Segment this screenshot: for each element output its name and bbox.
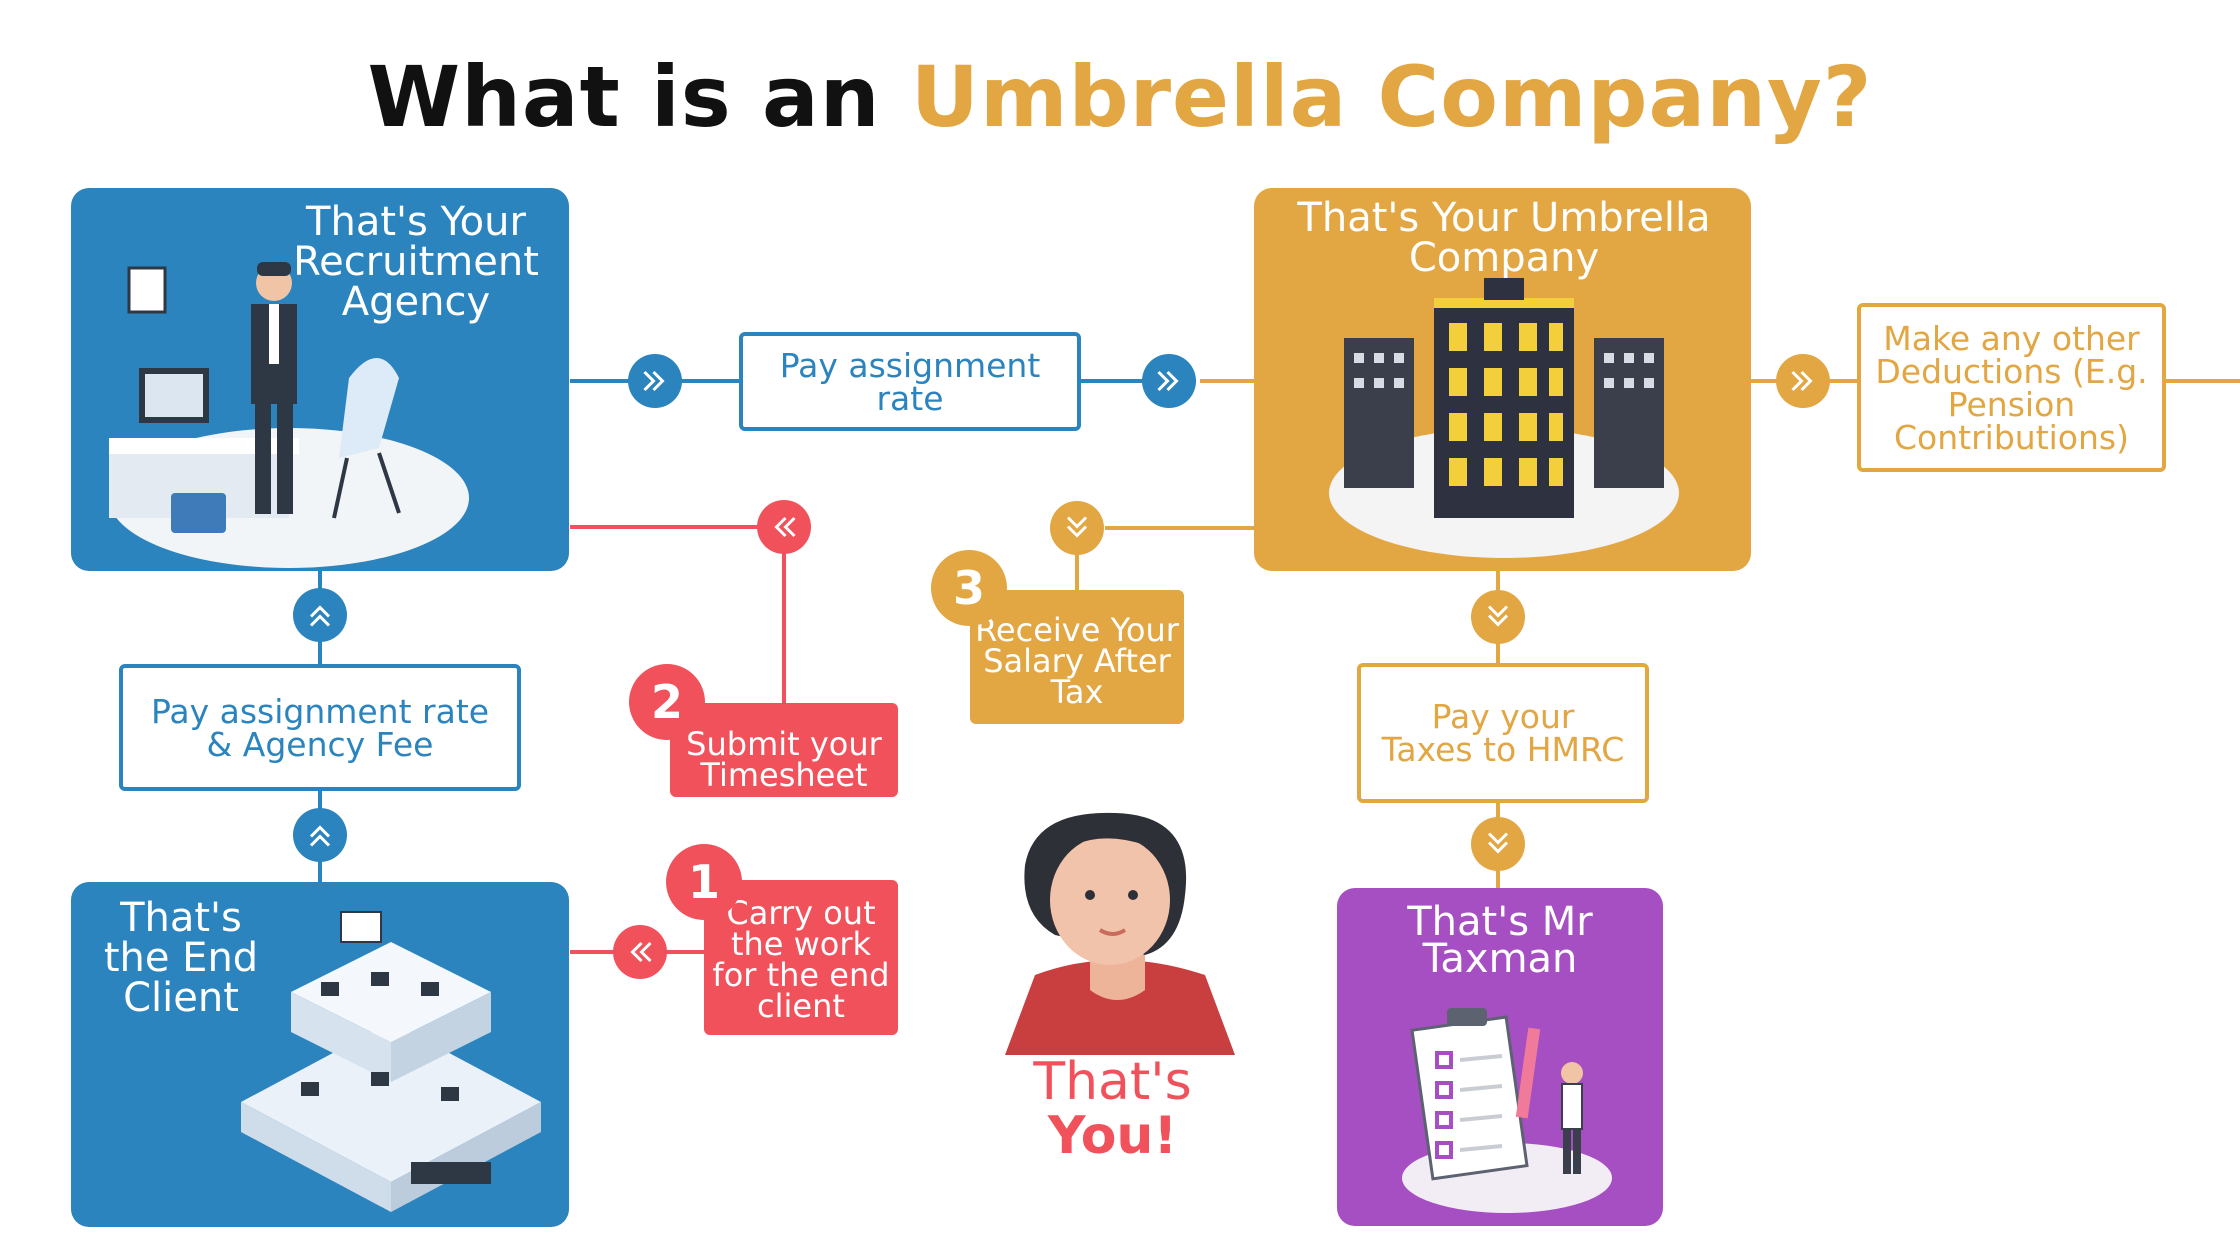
connector-gold-down-2: [1471, 817, 1525, 871]
pay-rate-agency-fee-box: Pay assignment rate & Agency Fee: [119, 664, 521, 791]
step-3-text: Receive Your Salary After Tax: [975, 610, 1179, 711]
other-deductions-text: Make any other Deductions (E.g. Pension …: [1875, 318, 2148, 457]
double-chevron-right-icon: [643, 370, 665, 392]
title-accent: Umbrella Company?: [910, 48, 1873, 146]
connector-blue-up-2: [293, 808, 347, 862]
pay-assignment-rate-box: Pay assignment rate: [739, 332, 1081, 431]
you-line1: That's: [1033, 1052, 1192, 1112]
connector-blue-up-1: [293, 588, 347, 642]
step-3-number: 3: [952, 561, 985, 615]
step-3-badge: 3: [931, 550, 1007, 626]
double-chevron-down-icon: [1487, 605, 1509, 627]
city-building-illustration: [1329, 278, 1679, 558]
double-chevron-up-icon: [309, 825, 331, 847]
other-deductions-box: Make any other Deductions (E.g. Pension …: [1857, 303, 2166, 472]
step-2-text: Submit your Timesheet: [686, 725, 882, 794]
office-worker-illustration: [109, 262, 469, 568]
page-title: What is an Umbrella Company?: [0, 48, 2240, 146]
umbrella-panel: That's Your Umbrella Company: [1254, 188, 1751, 571]
connector-red-timesheet: [757, 500, 811, 554]
connector-gold-salary: [1050, 501, 1104, 555]
step-1-box: Carry out the work for the end client: [704, 880, 898, 1035]
step-1-text: Carry out the work for the end client: [712, 893, 890, 1025]
pay-taxes-box: Pay your Taxes to HMRC: [1357, 663, 1649, 803]
double-chevron-right-icon: [1791, 370, 1813, 392]
pay-rate-agency-fee-text: Pay assignment rate & Agency Fee: [150, 691, 490, 764]
open-office-illustration: [241, 911, 541, 1212]
double-chevron-down-icon: [1066, 516, 1088, 538]
double-chevron-left-icon: [630, 941, 652, 963]
double-chevron-right-icon: [1157, 370, 1179, 392]
step-3-box: Receive Your Salary After Tax: [970, 590, 1184, 724]
umbrella-label: That's Your Umbrella Company: [1297, 195, 1711, 281]
pay-taxes-text: Pay your Taxes to HMRC: [1381, 697, 1625, 769]
pay-assignment-rate-text: Pay assignment rate: [779, 345, 1041, 418]
step-2-badge: 2: [629, 664, 705, 740]
agency-label: That's Your Recruitment Agency: [293, 199, 539, 325]
tax-clipboard-illustration: [1402, 1008, 1612, 1213]
client-label: That's the End Client: [103, 895, 259, 1021]
step-1-number: 1: [687, 855, 720, 909]
step-2-number: 2: [650, 675, 683, 729]
woman-avatar-illustration: [1005, 812, 1235, 1055]
connector-blue-1: [628, 354, 682, 408]
double-chevron-down-icon: [1487, 832, 1509, 854]
double-chevron-up-icon: [309, 605, 331, 627]
client-panel: That's the End Client: [71, 882, 569, 1227]
taxman-label: That's Mr Taxman: [1407, 899, 1593, 982]
you-label: That's You!: [1010, 1055, 1215, 1163]
connector-red-work: [613, 925, 667, 979]
double-chevron-left-icon: [774, 516, 796, 538]
agency-panel: That's Your Recruitment Agency: [71, 188, 569, 571]
connector-gold-deductions: [1776, 354, 1830, 408]
connector-gold-down-1: [1471, 590, 1525, 644]
title-prefix: What is an: [367, 48, 881, 146]
taxman-panel: That's Mr Taxman: [1337, 888, 1663, 1226]
step-2-box: Submit your Timesheet: [670, 703, 898, 797]
connector-blue-2: [1142, 354, 1196, 408]
you-line2: You!: [1047, 1106, 1178, 1166]
step-1-badge: 1: [666, 844, 742, 920]
